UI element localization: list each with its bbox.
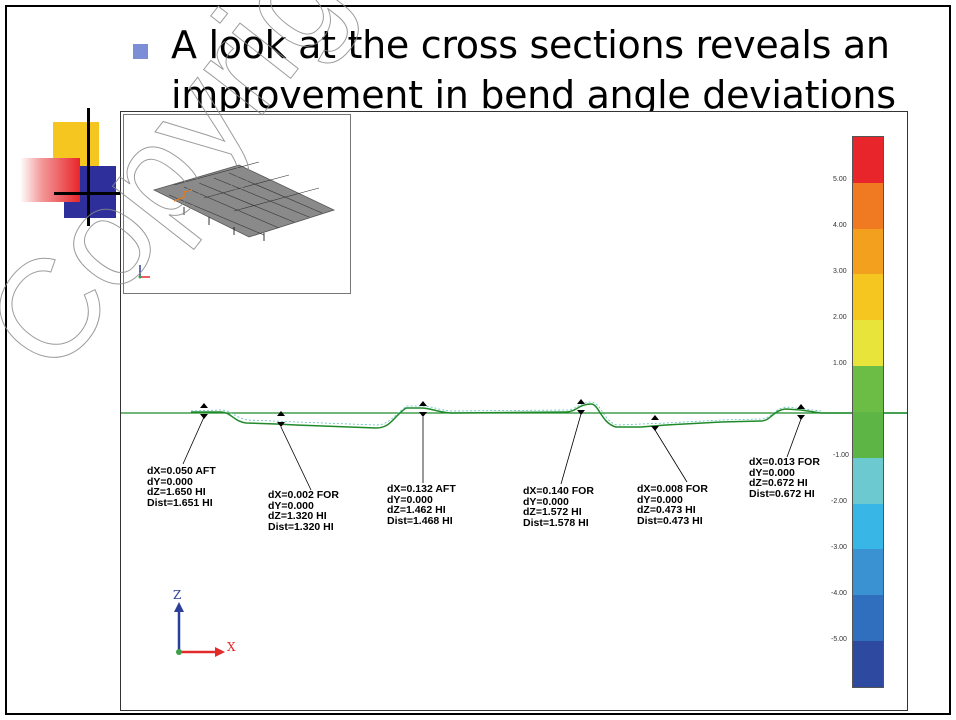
legend-tick: 4.00: [833, 222, 847, 229]
bullet-text-line1: A look at the cross sections reveals an: [171, 23, 890, 67]
callout-line: dX=0.013 FOR: [749, 456, 820, 468]
callout-line: dY=0.000: [749, 466, 795, 479]
bullet-square-icon: [133, 44, 148, 59]
legend-color-segment: [853, 274, 883, 321]
callout-line: dY=0.000: [523, 495, 569, 508]
callout-2: dX=0.002 FOR dY=0.000 dZ=1.320 HI Dist=1…: [268, 490, 339, 532]
callout-4: dX=0.140 FOR dY=0.000 dZ=1.572 HI Dist=1…: [523, 486, 594, 528]
inset-3d-view: [123, 114, 351, 294]
callout-line: Dist=1.320 HI: [268, 520, 334, 533]
callout-line: dX=0.002 FOR: [268, 489, 339, 501]
red-gradient-square: [20, 158, 80, 202]
callout-line: dZ=1.572 HI: [523, 506, 582, 518]
callout-1: dX=0.050 AFT dY=0.000 dZ=1.650 HI Dist=1…: [147, 466, 216, 508]
legend-color-segment: [853, 457, 883, 504]
legend-color-segment: [853, 366, 883, 412]
bullet-text: A look at the cross sections reveals an …: [171, 20, 896, 120]
callout-6: dX=0.013 FOR dY=0.000 dZ=0.672 HI Dist=0…: [749, 457, 820, 499]
x-axis-label: X: [227, 640, 236, 654]
callout-line: Dist=1.651 HI: [147, 496, 213, 509]
legend-tick: -5.00: [831, 636, 847, 643]
legend-color-segment: [853, 320, 883, 367]
legend-color-segment: [853, 228, 883, 275]
legend-tick: -3.00: [831, 544, 847, 551]
bullet-text-line2: improvement in bend angle deviations: [171, 73, 896, 117]
callout-line: dX=0.050 AFT: [147, 465, 216, 477]
callout-line: dX=0.008 FOR: [637, 483, 708, 495]
callout-line: dX=0.132 AFT: [387, 483, 456, 495]
cross-section-screenshot: Z X: [120, 111, 908, 711]
legend-tick: 3.00: [833, 268, 847, 275]
callout-line: Dist=1.468 HI: [387, 514, 453, 527]
callout-line: dX=0.140 FOR: [523, 485, 594, 497]
legend-color-segment: [853, 411, 883, 458]
axis-triad: [174, 602, 225, 657]
callout-line: dZ=0.672 HI: [749, 477, 808, 489]
legend-tick: -1.00: [833, 452, 849, 459]
legend-tick: 5.00: [833, 176, 847, 183]
callout-line: dY=0.000: [268, 499, 314, 512]
callout-line: dZ=1.462 HI: [387, 504, 446, 516]
callout-line: Dist=1.578 HI: [523, 516, 589, 529]
color-legend: [852, 136, 884, 688]
inset-axis-icon: [138, 265, 150, 279]
legend-tick: 1.00: [833, 360, 847, 367]
markers: [200, 399, 805, 431]
inset-3d-model: [138, 161, 336, 279]
legend-tick: 2.00: [833, 314, 847, 321]
vertical-line: [87, 108, 90, 226]
callout-line: dZ=1.650 HI: [147, 486, 206, 498]
legend-color-segment: [853, 595, 883, 642]
legend-tick: -4.00: [831, 590, 847, 597]
callout-line: dZ=1.320 HI: [268, 510, 327, 522]
legend-color-segment: [853, 503, 883, 550]
cross-section-drawing: [121, 399, 907, 657]
legend-color-segment: [853, 549, 883, 596]
callout-line: dZ=0.473 HI: [637, 504, 696, 516]
legend-color-segment: [853, 137, 883, 183]
callout-line: Dist=0.473 HI: [637, 514, 703, 527]
legend-color-segment: [853, 182, 883, 229]
callout-line: dY=0.000: [387, 493, 433, 506]
z-axis-label: Z: [173, 588, 182, 602]
horizontal-line: [54, 192, 120, 195]
callout-line: Dist=0.672 HI: [749, 487, 815, 500]
legend-tick: -2.00: [831, 498, 847, 505]
callout-line: dY=0.000: [147, 475, 193, 488]
legend-color-segment: [853, 641, 883, 687]
decorative-squares: [20, 108, 120, 228]
leader-lines: [182, 413, 802, 491]
callout-line: dY=0.000: [637, 493, 683, 506]
callout-5: dX=0.008 FOR dY=0.000 dZ=0.473 HI Dist=0…: [637, 484, 708, 526]
callout-3: dX=0.132 AFT dY=0.000 dZ=1.462 HI Dist=1…: [387, 484, 456, 526]
